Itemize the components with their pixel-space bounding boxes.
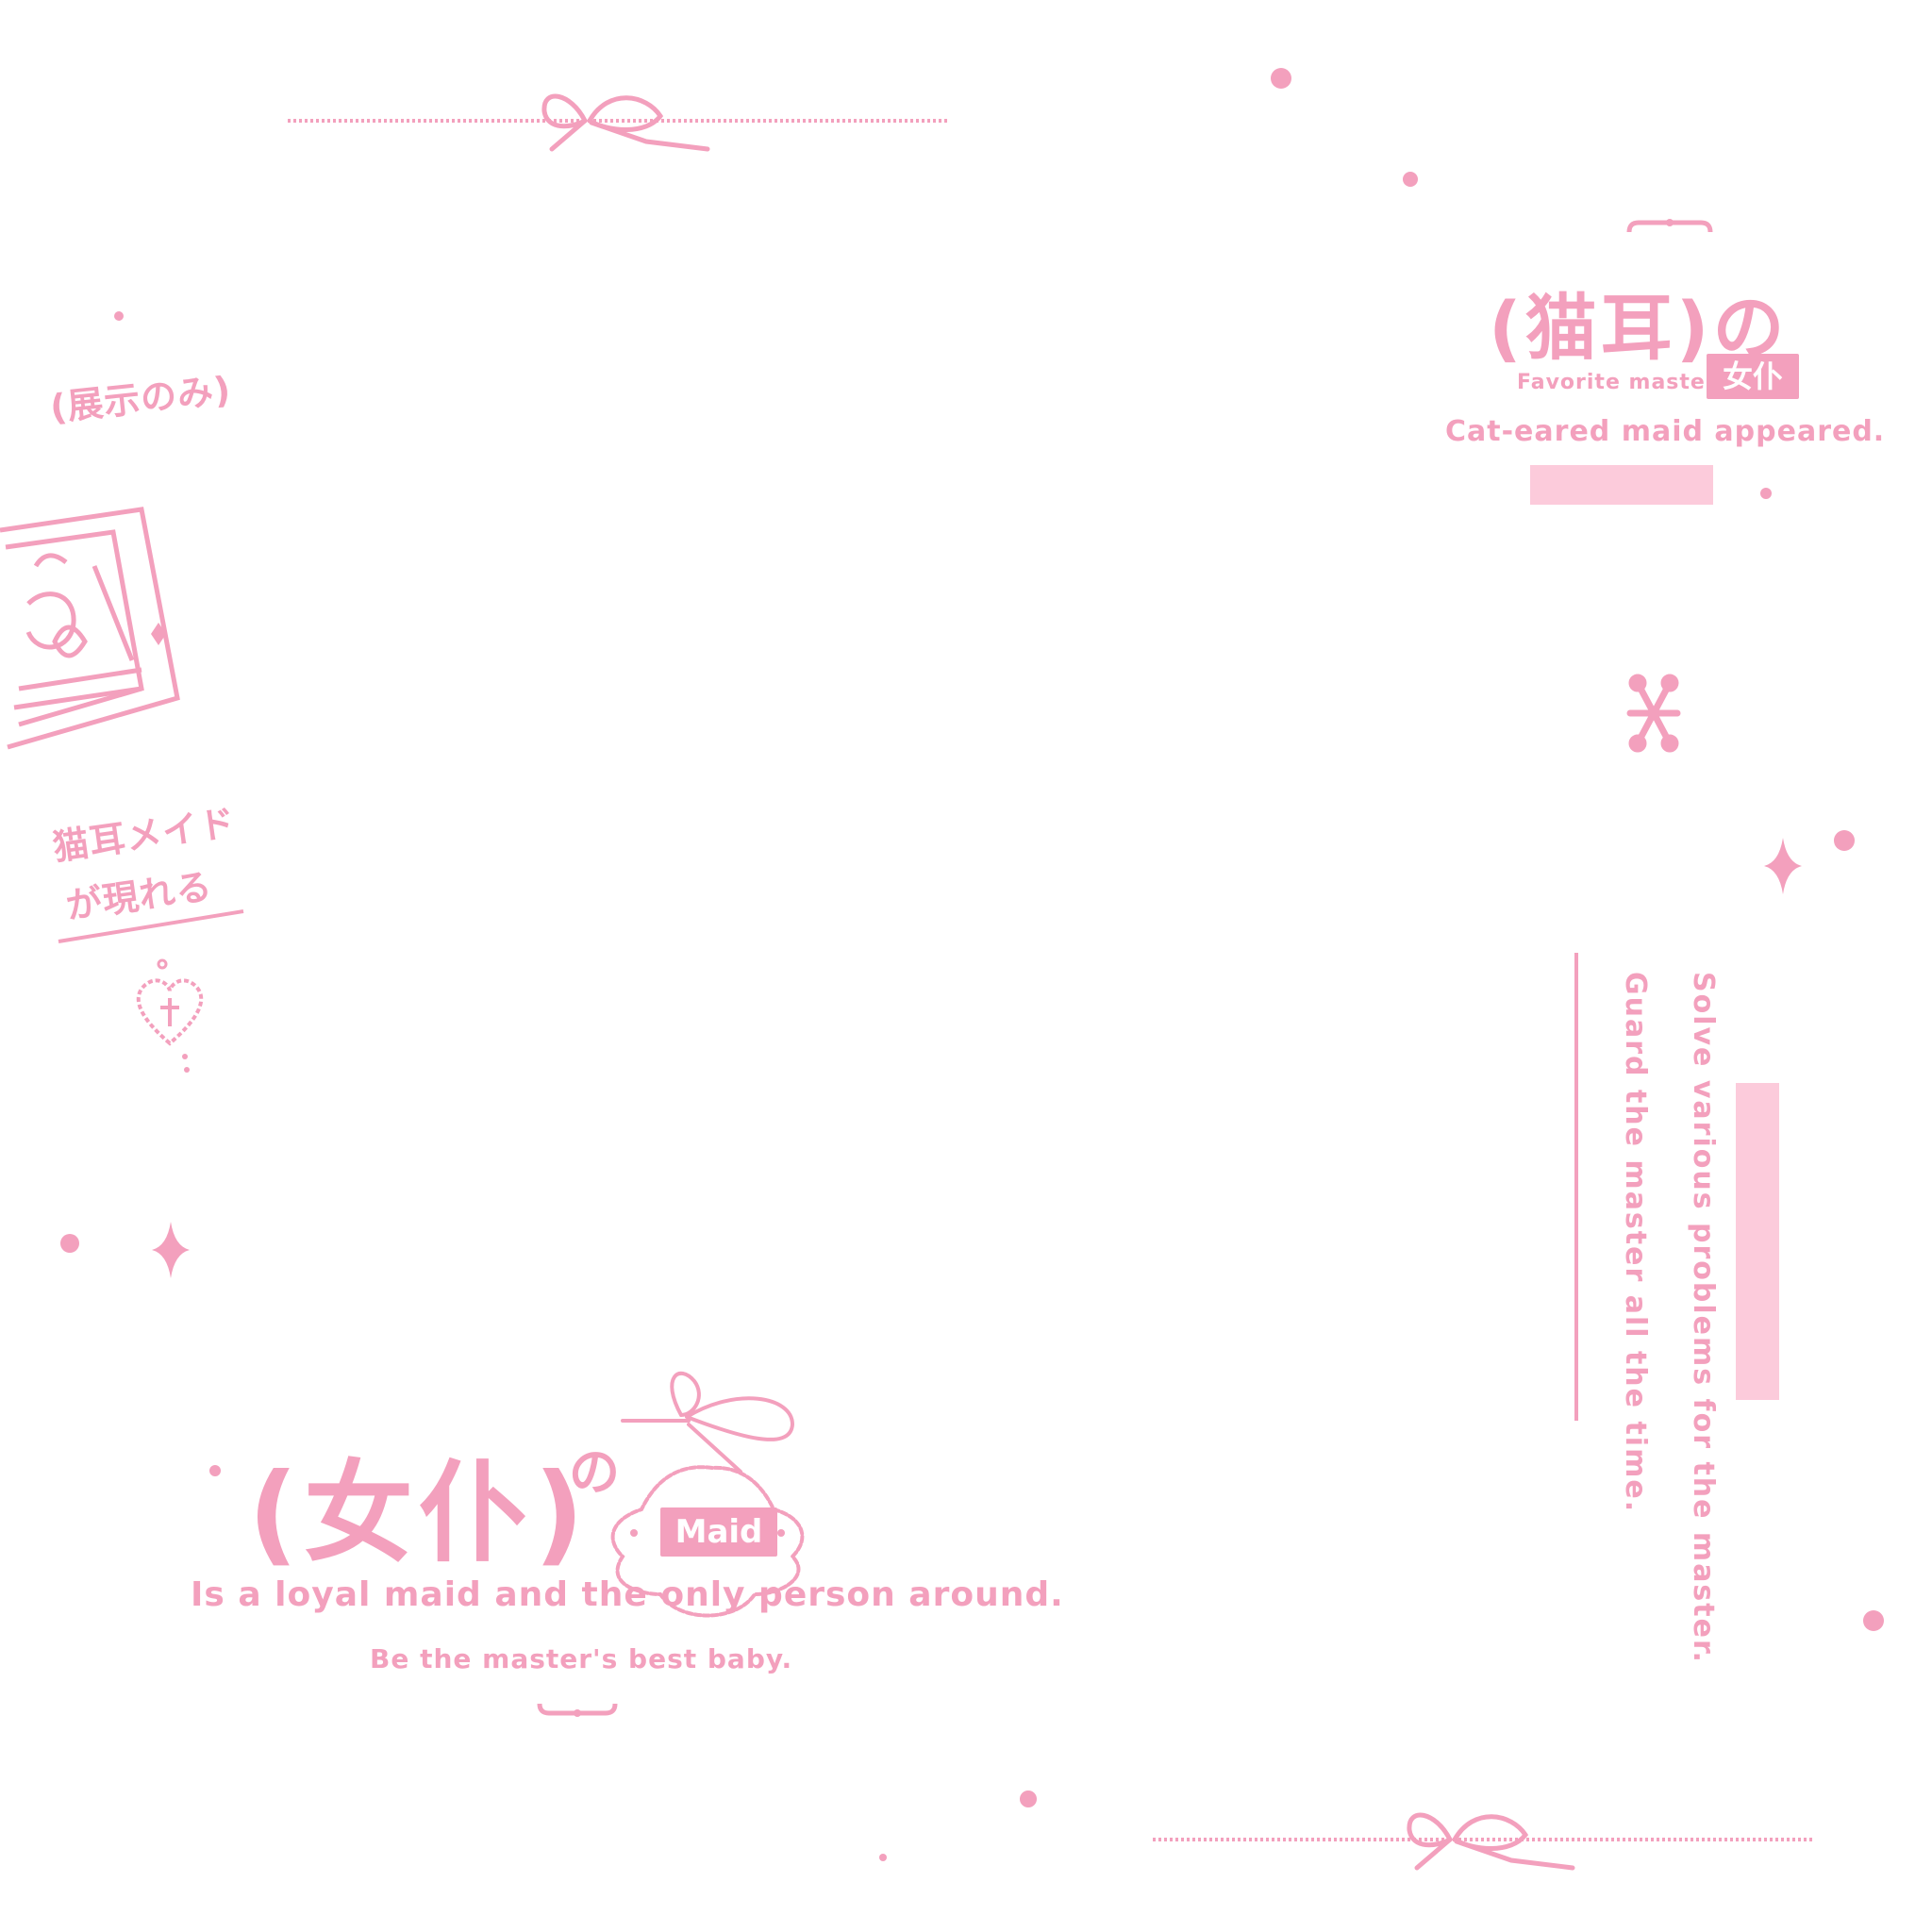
maid-tag: 女仆 (1707, 354, 1799, 399)
best-baby-text: Be the master's best baby. (370, 1643, 793, 1674)
solve-problems-text: Solve various problems for the master. (1687, 972, 1720, 1664)
dot (60, 1234, 79, 1253)
vertical-rule (1574, 953, 1578, 1421)
dot (1271, 68, 1291, 89)
dot (879, 1854, 887, 1861)
bottom-bow-divider (1153, 1812, 1813, 1871)
favorite-master-text: Favorite master (1517, 371, 1717, 394)
bow-icon (1407, 1812, 1575, 1871)
dot (209, 1465, 221, 1476)
cat-maid-illustration (0, 507, 180, 750)
bow-icon (541, 93, 710, 152)
dot (1403, 172, 1418, 187)
dot (1020, 1790, 1037, 1807)
bracket-ornament (537, 1703, 618, 1717)
cat-eared-tagline: Cat-eared maid appeared. (1445, 415, 1886, 448)
soft-bar (1530, 465, 1713, 505)
bracket-ornament (1626, 219, 1713, 233)
dot (1863, 1610, 1884, 1631)
dot (1760, 488, 1772, 499)
loyal-maid-text: Is a loyal maid and the only person arou… (191, 1575, 1064, 1614)
dot (114, 311, 124, 321)
guard-master-text: Guard the master all the time. (1619, 972, 1652, 1514)
maid-jp-title: (女仆) (248, 1450, 591, 1577)
heart-cross-icon (136, 958, 204, 1073)
maid-badge: Maid (660, 1507, 777, 1557)
sparkle-icon (1764, 838, 1802, 894)
cross-ornament-icon (1626, 674, 1681, 753)
maid-sign-frame (610, 1371, 805, 1618)
sparkle-icon (152, 1222, 190, 1278)
cat-maid-jp-line1: 猫耳メイド (50, 801, 239, 869)
soft-bar-vertical (1736, 1083, 1779, 1400)
top-bow-divider (288, 93, 948, 152)
underline (58, 909, 244, 943)
dot (1834, 830, 1855, 851)
display-only-label: (展示のみ) (47, 368, 234, 429)
maid-jp-no: の (569, 1442, 621, 1502)
